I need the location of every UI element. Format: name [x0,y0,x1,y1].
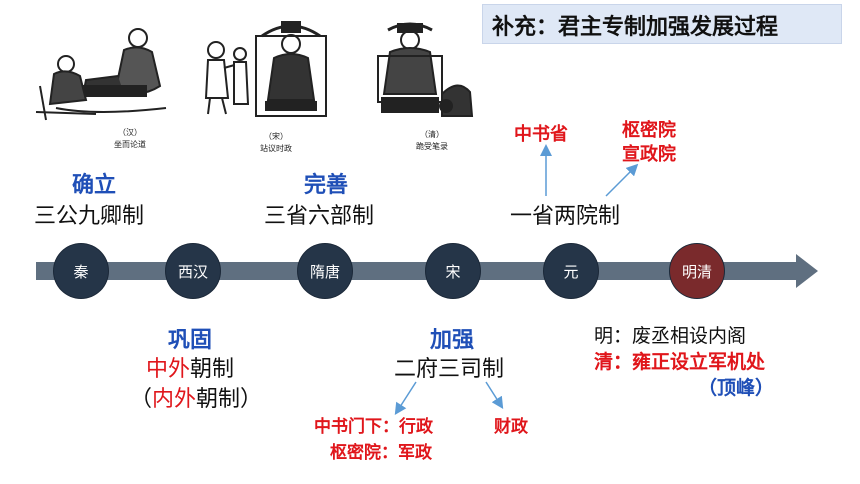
yuan-branch-arrows [540,144,639,197]
yuan-branch-xuanzheng: 宣政院 [622,144,676,165]
song-caption-dynasty: （宋） [264,132,288,141]
slide-title: 补充：君主专制加强发展过程 [492,15,779,40]
consolidate-heading: 巩固 [168,328,213,353]
timeline-node-sui-tang: 隋唐 [298,244,352,298]
han-caption-dynasty: （汉） [118,128,142,137]
han-caption-text: 坐而论道 [114,140,146,149]
strengthen-sub-admin: 中书门下：行政 [314,417,433,437]
yuan-system: 一省两院制 [510,204,621,229]
timeline-node-song: 宋 [426,244,480,298]
consolidate-line2: （内外朝制） [130,387,263,412]
consolidate-line1: 中外朝制 [146,357,235,382]
perfect-heading: 完善 [304,173,349,198]
han-illustration [35,28,167,121]
song-illustration [204,21,327,117]
timeline-node-western-han: 西汉 [166,244,220,298]
song-caption-text: 站议时政 [260,144,292,153]
strengthen-system: 二府三司制 [394,357,505,382]
perfect-system: 三省六部制 [264,204,375,229]
timeline-node-qin: 秦 [54,244,108,298]
timeline-node-ming-qing: 明清 [670,244,724,298]
qing-note: 清：雍正设立军机处 [594,351,766,373]
timeline-node-yuan: 元 [544,244,598,298]
peak-note: （顶峰） [698,377,775,399]
strengthen-arrows [394,381,504,416]
strengthen-sub-military: 枢密院：军政 [330,443,432,463]
qing-illustration [377,22,474,117]
strengthen-heading: 加强 [430,328,475,353]
qing-caption-dynasty: （清） [420,130,444,139]
yuan-branch-shumi: 枢密院 [622,120,676,141]
strengthen-sub-finance: 财政 [494,417,528,437]
ming-note: 明：废丞相设内阁 [594,325,747,347]
establish-system: 三公九卿制 [34,204,145,229]
qing-caption-text: 跪受笔录 [416,142,448,151]
yuan-branch-zhongshu: 中书省 [514,124,568,145]
establish-heading: 确立 [72,173,117,198]
title-box [482,4,842,44]
